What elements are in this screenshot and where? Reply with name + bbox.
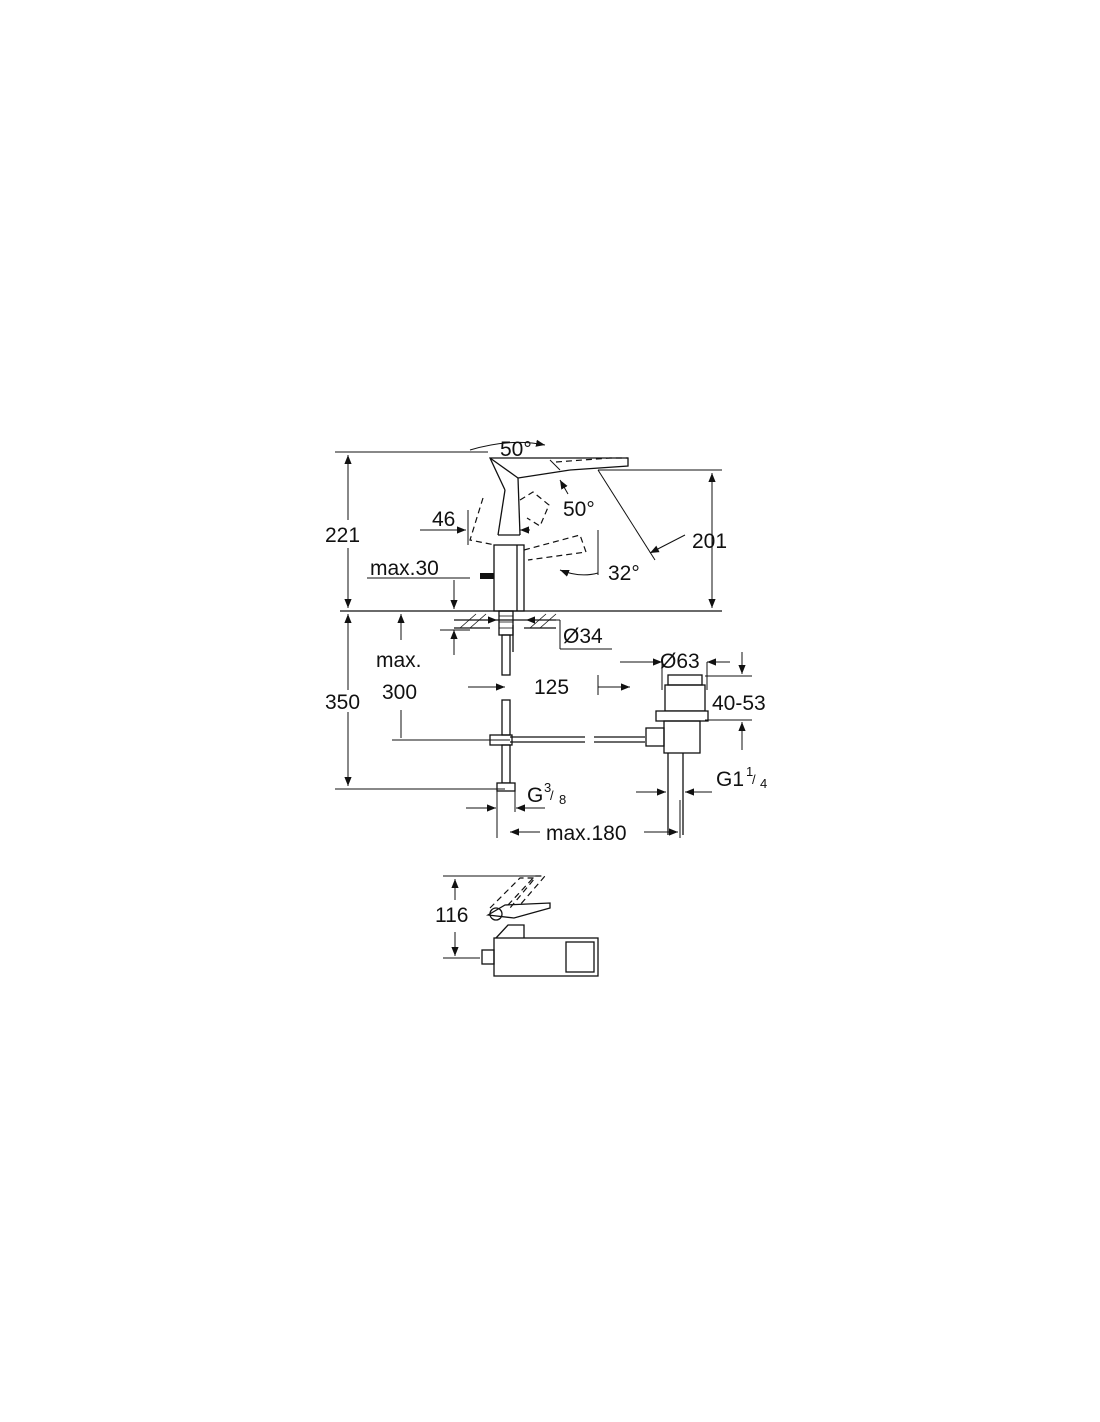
dim-below-deck: 350 bbox=[325, 691, 360, 714]
angle-side: 50° bbox=[563, 498, 595, 521]
dim-waste-diameter: Ø63 bbox=[660, 650, 700, 673]
front-elevation: 221 201 50° 50° 32° 46 bbox=[325, 438, 767, 845]
dim-supply-thread-den: 8 bbox=[559, 792, 566, 807]
dim-waste-thread: G1 bbox=[716, 768, 744, 791]
angle-top: 50° bbox=[500, 438, 532, 461]
dim-waste-thread-num: 1 bbox=[746, 764, 753, 779]
tap-body bbox=[480, 457, 629, 612]
dim-350 bbox=[335, 614, 505, 790]
dim-waste-height: 40-53 bbox=[712, 692, 766, 715]
dim-116 bbox=[443, 875, 540, 959]
dim-supply-thread-num: 3 bbox=[544, 780, 551, 795]
dim-max-offset: max.180 bbox=[546, 822, 627, 845]
popup-rod bbox=[510, 736, 645, 743]
waste-fitting bbox=[645, 674, 709, 835]
dim-46 bbox=[420, 510, 530, 545]
dim-201 bbox=[598, 469, 722, 608]
dim-hose-length: 300 bbox=[382, 681, 417, 704]
lever-positions bbox=[469, 457, 628, 561]
dim-waste-thread-den: 4 bbox=[760, 776, 767, 791]
angle-spout: 32° bbox=[608, 562, 640, 585]
dim-g3-eighth bbox=[466, 791, 545, 838]
dim-max30 bbox=[367, 577, 470, 655]
dim-spout-height: 201 bbox=[692, 530, 727, 553]
dim-40-53 bbox=[705, 652, 752, 750]
dim-dia34 bbox=[462, 616, 612, 650]
dim-max180 bbox=[510, 800, 681, 838]
dim-221 bbox=[335, 451, 488, 608]
dim-supply-thread-slash: / bbox=[550, 788, 554, 803]
dim-total-height: 221 bbox=[325, 524, 360, 547]
dim-waste-thread-slash: / bbox=[752, 772, 756, 787]
supply-hose bbox=[454, 610, 557, 792]
dim-tap-hole: Ø34 bbox=[563, 625, 603, 648]
plan-view: 116 bbox=[435, 875, 599, 977]
dim-max300 bbox=[392, 614, 510, 741]
dim-lever-offset: 46 bbox=[432, 508, 455, 531]
dim-hose-label: max. bbox=[376, 649, 422, 672]
dim-supply-thread: G bbox=[527, 784, 543, 807]
dim-rod-length: 125 bbox=[534, 676, 569, 699]
dim-125 bbox=[468, 675, 630, 695]
dim-plan-height: 116 bbox=[435, 904, 468, 927]
dim-deck-thickness: max.30 bbox=[370, 557, 439, 580]
